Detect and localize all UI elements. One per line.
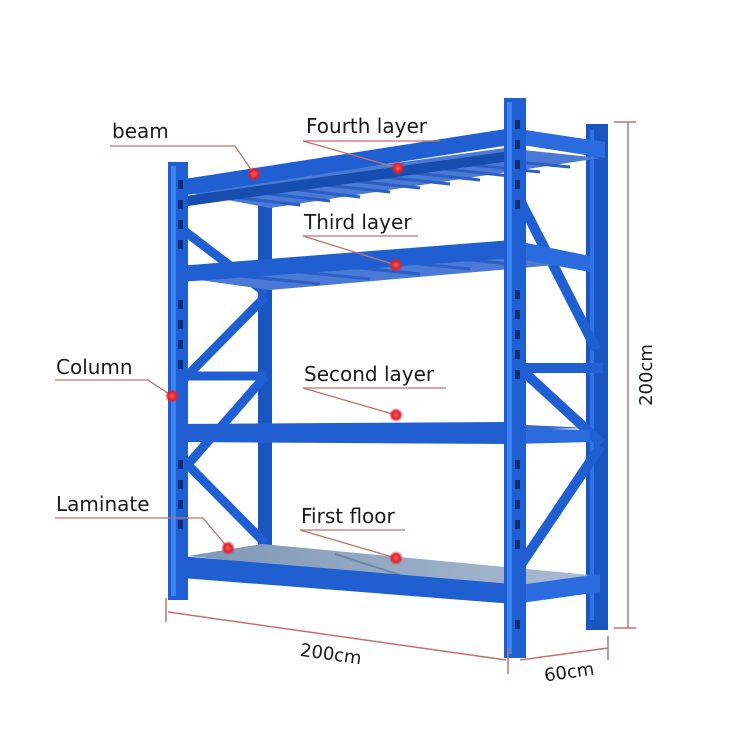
beam-first-front bbox=[180, 556, 514, 604]
label-first-floor: First floor bbox=[301, 504, 396, 528]
dimension-lines bbox=[165, 121, 636, 674]
beam-fourth-front bbox=[178, 128, 516, 196]
marker-fourth-layer bbox=[391, 161, 405, 175]
dimension-height: 200cm bbox=[636, 344, 657, 406]
label-column: Column bbox=[56, 355, 133, 379]
dimension-width: 200cm bbox=[299, 640, 363, 669]
front-right-column bbox=[504, 98, 526, 658]
label-second-layer: Second layer bbox=[304, 362, 435, 386]
shelf-second-layer bbox=[178, 422, 590, 444]
beam-fourth-back bbox=[512, 128, 605, 158]
beam-third-front bbox=[178, 240, 514, 282]
label-laminate: Laminate bbox=[56, 492, 150, 516]
marker-beam bbox=[247, 167, 261, 181]
beam-third-back bbox=[512, 240, 590, 272]
label-third-layer: Third layer bbox=[303, 210, 412, 234]
marker-column bbox=[165, 389, 179, 403]
marker-second-layer bbox=[389, 408, 403, 422]
marker-laminate bbox=[221, 541, 235, 555]
rear-right-column bbox=[586, 124, 608, 630]
leader-lines bbox=[55, 140, 446, 559]
right-side-braces bbox=[513, 193, 606, 567]
label-fourth-layer: Fourth layer bbox=[306, 114, 428, 138]
front-left-column bbox=[168, 162, 188, 600]
marker-first-floor bbox=[389, 551, 403, 565]
beam-first-back bbox=[512, 574, 600, 604]
marker-third-layer bbox=[389, 258, 403, 272]
dimension-depth: 60cm bbox=[543, 659, 596, 687]
shelf-fourth-layer bbox=[178, 128, 605, 208]
laminate-deck bbox=[188, 544, 590, 590]
markers bbox=[165, 161, 405, 565]
label-beam: beam bbox=[112, 119, 169, 143]
shelf-first-floor bbox=[180, 544, 600, 604]
beam-second-front bbox=[178, 422, 514, 444]
shelf-third-layer bbox=[178, 240, 590, 290]
beam-second-back bbox=[512, 428, 590, 444]
